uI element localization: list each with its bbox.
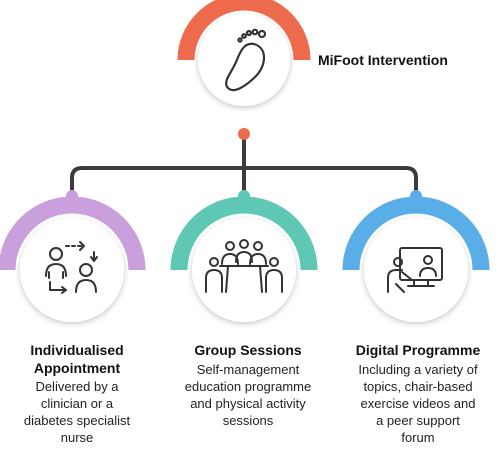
desc-individualised-line-4: nurse	[60, 430, 94, 445]
top-node-circle	[198, 14, 290, 106]
heading-digital-programme: Digital Programme	[355, 342, 481, 358]
desc-individualised-line-3: diabetes specialist	[23, 413, 131, 428]
desc-digital-line-1: Including a variety of	[358, 362, 478, 377]
connector-dot-top	[238, 128, 250, 140]
foot-icon	[225, 28, 267, 92]
clinician-patient-icon	[45, 241, 98, 294]
desc-group-line-4: sessions	[222, 413, 274, 428]
desc-digital-line-2: topics, chair-based	[363, 379, 473, 394]
heading-individualised-line-2: Appointment	[33, 360, 121, 376]
top-node	[177, 0, 311, 106]
heading-individualised-line-1: Individualised	[30, 342, 124, 358]
desc-group-line-3: and physical activity	[190, 396, 306, 411]
desc-individualised-line-2: clinician or a	[40, 396, 114, 411]
heading-group-sessions: Group Sessions	[194, 342, 302, 358]
node-ring-purple	[0, 196, 146, 271]
desc-digital-line-4: a peer support	[376, 413, 460, 428]
desc-group-line-2: education programme	[184, 379, 312, 394]
node-circle-teal	[192, 218, 296, 322]
node-ring-teal	[170, 196, 318, 271]
connector-tree	[66, 128, 422, 202]
diagram-title: MiFoot Intervention	[318, 52, 448, 68]
node-digital-programme	[342, 196, 490, 322]
node-ring-blue	[342, 196, 490, 271]
desc-individualised-line-1: Delivered by a	[35, 379, 119, 394]
video-screen-icon	[387, 247, 443, 293]
node-group-sessions	[170, 196, 318, 322]
node-circle-blue	[364, 218, 468, 322]
top-node-ring	[177, 0, 311, 61]
node-circle-purple	[20, 218, 124, 322]
desc-digital-line-5: forum	[401, 430, 435, 445]
node-individualised-appointment	[0, 196, 146, 322]
group-meeting-icon	[205, 239, 283, 293]
desc-digital-line-3: exercise videos and	[360, 396, 476, 411]
desc-group-line-1: Self-management	[196, 362, 300, 377]
